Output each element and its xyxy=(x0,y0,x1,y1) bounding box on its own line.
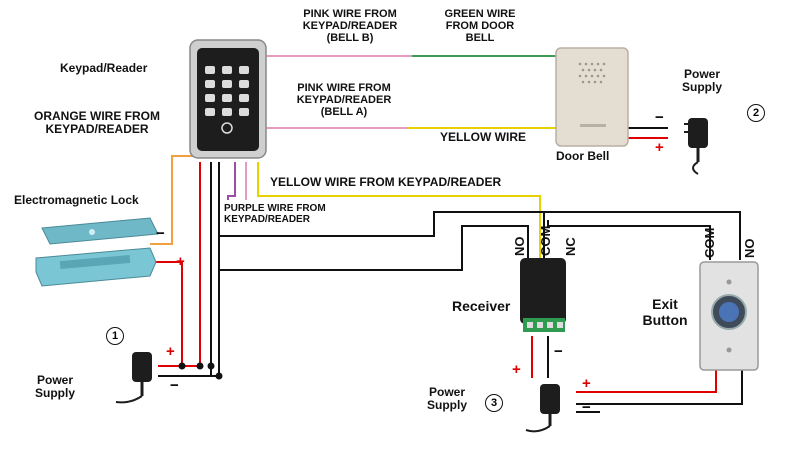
door-bell-device xyxy=(555,47,629,147)
exit-minus-wire xyxy=(576,370,743,405)
receiver-plus-sign: + xyxy=(512,361,521,378)
lock-plus-sign: + xyxy=(176,253,185,270)
lock-plus-wire xyxy=(150,261,183,366)
keypad-device xyxy=(189,39,267,159)
exit-button-device xyxy=(699,261,759,371)
lock-minus-sign: − xyxy=(156,225,165,242)
receiver-no-label: NO xyxy=(512,236,527,257)
ps1-minus-sign: − xyxy=(170,377,179,394)
em-lock-device xyxy=(35,217,159,287)
power-supply-1-number: 1 xyxy=(106,327,124,345)
exit-plus-wire xyxy=(576,370,717,393)
bell-minus-sign: − xyxy=(655,109,664,126)
orange-wire xyxy=(150,155,202,245)
power-adapter-icon xyxy=(115,352,152,404)
bell-plus-sign: + xyxy=(655,139,664,156)
ps1-plus-sign: + xyxy=(166,343,175,360)
purple-wire xyxy=(227,162,236,200)
exit-com-label: COM xyxy=(702,227,717,258)
black-wire-com-top xyxy=(219,211,741,260)
door-bell-label: Door Bell xyxy=(556,149,610,163)
black-wire-no xyxy=(219,225,529,271)
power-adapter-icon xyxy=(684,118,708,175)
receiver-minus-sign: − xyxy=(554,343,563,360)
receiver-device xyxy=(520,258,566,332)
receiver-com-label: COM xyxy=(538,225,553,256)
exit-plus-sign: + xyxy=(582,375,591,392)
power-adapter-icon xyxy=(525,384,560,433)
keypad-label: Keypad/Reader xyxy=(60,61,148,75)
black-wire-com xyxy=(547,220,711,260)
power-supply-2-number: 2 xyxy=(747,104,765,122)
power-supply-3-number: 3 xyxy=(485,394,503,412)
em-lock-label: Electromagnetic Lock xyxy=(14,193,139,207)
receiver-label: Receiver xyxy=(452,298,511,314)
yellow-wire-receiver xyxy=(257,162,541,258)
receiver-nc-label: NC xyxy=(563,237,578,256)
yellow-wire-keypad-label: YELLOW WIRE FROM KEYPAD/READER xyxy=(270,175,502,189)
exit-no-label: NO xyxy=(742,238,757,259)
yellow-wire-label: YELLOW WIRE xyxy=(440,130,526,144)
exit-minus-sign: − xyxy=(582,399,591,416)
